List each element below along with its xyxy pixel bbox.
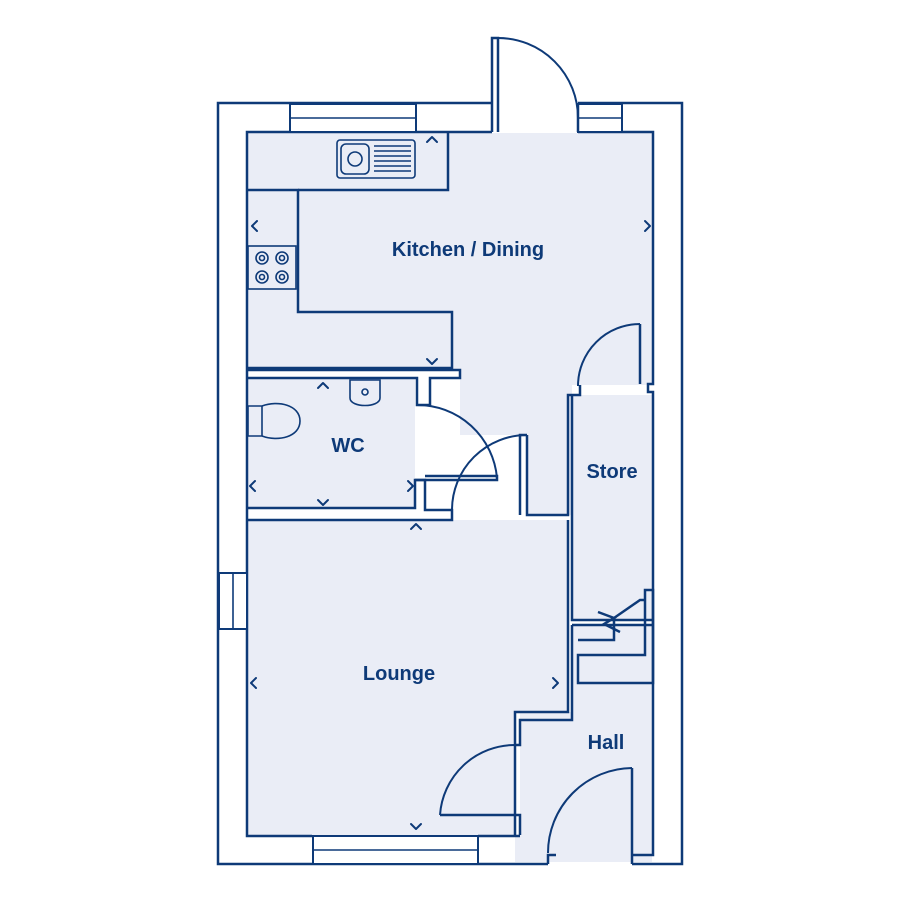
kitchen-units — [247, 133, 454, 370]
lounge-hall-wall — [513, 520, 574, 747]
back-door-leaf — [490, 36, 500, 132]
arrow-down-icon — [317, 499, 329, 506]
stairs — [576, 588, 655, 685]
room-label-kitchen: Kitchen / Dining — [392, 239, 544, 261]
back-door-swing — [497, 37, 579, 119]
arrow-up-icon — [410, 523, 422, 530]
windows — [218, 103, 623, 865]
sink-bowl — [340, 143, 370, 175]
hob-rings — [255, 251, 289, 284]
inner-wall-right — [578, 130, 655, 857]
kitchen-lounge-door-swing — [451, 434, 528, 511]
arrow-up-icon — [426, 136, 438, 143]
dimension-arrows — [249, 136, 651, 830]
wc-fixtures — [247, 379, 381, 440]
arrow-down-icon — [426, 358, 438, 365]
room-label-store: Store — [586, 461, 637, 483]
hob — [247, 245, 297, 290]
arrow-left-icon — [250, 677, 257, 689]
kitchen-worktop — [247, 188, 454, 370]
arrow-down-icon — [410, 823, 422, 830]
wc-floor — [247, 378, 415, 508]
arrow-left-icon — [249, 480, 256, 492]
arrow-up-icon — [317, 382, 329, 389]
front-door-jamb-left — [546, 853, 556, 864]
stair-break — [597, 610, 621, 634]
sink-drain — [347, 151, 363, 167]
room-floors — [247, 133, 652, 862]
basin — [349, 379, 381, 407]
arrow-right-icon — [407, 480, 414, 492]
arrow-right-icon — [644, 220, 651, 232]
store-wall — [570, 395, 652, 622]
kitchen-floor — [247, 133, 652, 515]
arrow-left-icon — [251, 220, 258, 232]
room-label-lounge: Lounge — [363, 663, 435, 685]
outer-wall-outline-right — [578, 101, 684, 866]
basin-tap — [361, 388, 369, 396]
back-door — [490, 36, 580, 132]
store-floor — [572, 395, 652, 620]
wc-lounge-wall — [247, 478, 454, 522]
toilet — [247, 402, 301, 440]
kitchen-wc-wall — [247, 368, 462, 407]
room-label-hall: Hall — [588, 732, 625, 754]
room-labels: Kitchen / Dining WC Store Lounge Hall — [331, 239, 637, 754]
store-door-swing — [577, 323, 641, 387]
lounge-door-swing — [439, 743, 516, 816]
front-door-swing — [547, 767, 633, 854]
wc-door-post — [415, 474, 499, 482]
room-label-wc: WC — [331, 435, 364, 457]
sink-drainer — [374, 145, 411, 172]
stair-outline — [576, 588, 655, 685]
doors — [416, 323, 642, 854]
lounge-floor — [247, 520, 568, 835]
hall-partition — [513, 813, 522, 835]
kitchen-store-wall — [525, 385, 582, 517]
arrow-right-icon — [552, 677, 559, 689]
wc-door-swing — [416, 403, 498, 479]
sink-unit — [336, 139, 416, 179]
kitchen-worktop-top — [298, 133, 450, 192]
